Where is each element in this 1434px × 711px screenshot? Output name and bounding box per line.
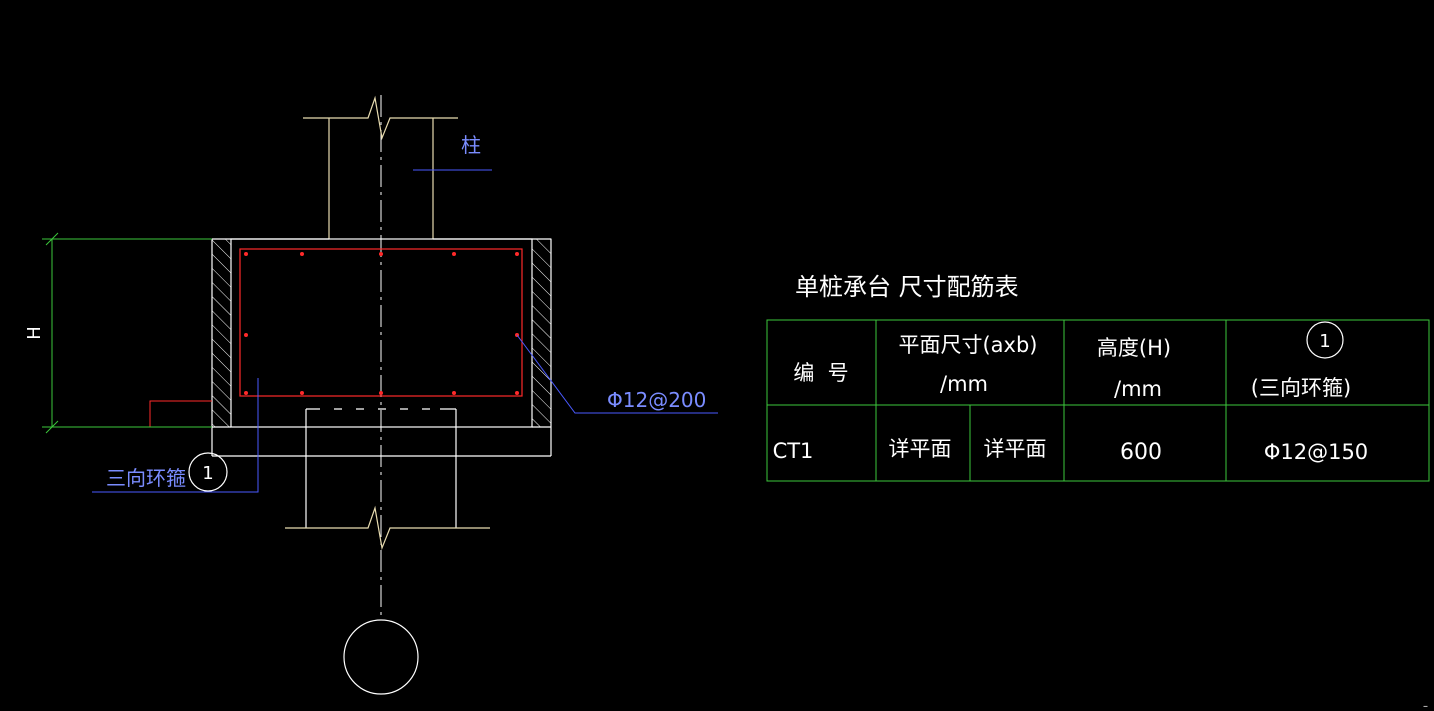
hatch-left-wall [211, 238, 232, 428]
table-title: 单桩承台 尺寸配筋表 [795, 273, 1019, 301]
height-dimension [42, 232, 212, 434]
header-plan-size-line1: 平面尺寸(axb) [898, 333, 1037, 357]
row-plan-a: 详平面 [889, 437, 952, 461]
row-plan-b: 详平面 [984, 437, 1047, 461]
header-plan-size-line2: /mm [940, 372, 988, 396]
row-height: 600 [1120, 440, 1162, 465]
header-stirrup-marker-circle [1306, 321, 1344, 359]
stirrup-marker-circle [188, 452, 228, 492]
stirrup-label: 三向环箍 [106, 466, 186, 490]
rebar-callout-label: Φ12@200 [607, 388, 706, 412]
pile-break-line [285, 505, 490, 551]
column-label: 柱 [461, 133, 481, 157]
row-id: CT1 [773, 439, 814, 463]
header-stirrup-marker-number: 1 [1319, 331, 1330, 352]
stirrup-leader [92, 378, 259, 493]
height-dim-label: H [24, 326, 45, 340]
table-grid [766, 319, 1430, 482]
corner-mark: – [1423, 701, 1428, 711]
header-stirrup-label: (三向环箍) [1251, 376, 1351, 400]
rebar-hook [149, 400, 212, 427]
column-outline [303, 95, 458, 239]
hatch-right-wall [531, 238, 552, 428]
header-id: 编 号 [793, 361, 848, 385]
header-height-line2: /mm [1114, 377, 1162, 401]
header-height-line1: 高度(H) [1097, 336, 1171, 360]
row-stirrup: Φ12@150 [1264, 440, 1368, 464]
pile-section-circle [343, 619, 419, 695]
stirrup-marker-number: 1 [202, 463, 213, 484]
rebar-callout-leader [516, 334, 718, 414]
rebar-cage [239, 248, 523, 397]
